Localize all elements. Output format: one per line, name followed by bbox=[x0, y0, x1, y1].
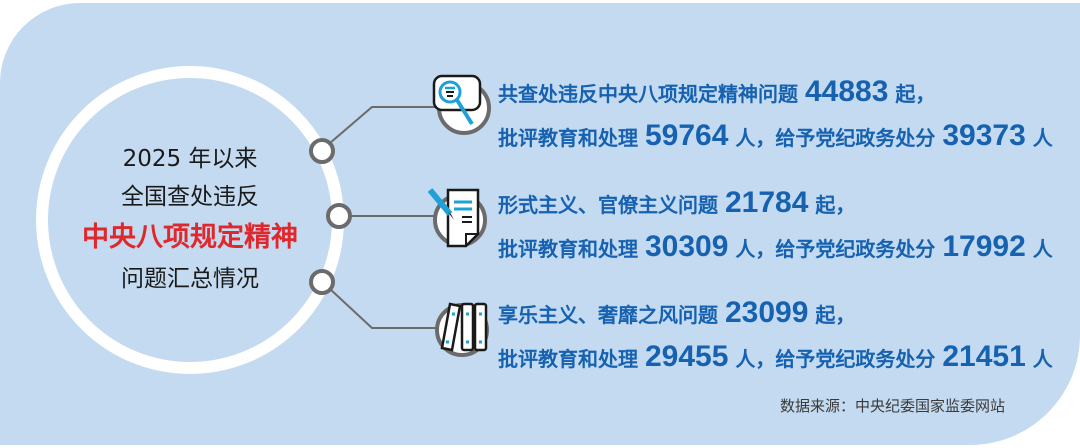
punished-count: 39373 bbox=[942, 119, 1026, 152]
stat-block-formalism: 形式主义、官僚主义问题 21784 起， 批评教育和处理 30309 人，给予党… bbox=[498, 182, 1053, 270]
connector-dot-2 bbox=[326, 203, 352, 229]
cases-count: 44883 bbox=[804, 75, 889, 108]
punished-count: 17992 bbox=[942, 230, 1026, 263]
connector-dot-3 bbox=[309, 269, 335, 295]
center-title: 2025 年以来 全国查处违反 中央八项规定精神 问题汇总情况 bbox=[48, 140, 332, 298]
stat-line-cases: 共查处违反中央八项规定精神问题 44883 起， bbox=[498, 75, 936, 108]
cases-count: 21784 bbox=[724, 186, 809, 219]
stat-line-people: 批评教育和处理 29455 人，给予党纪政务处分 21451 人 bbox=[498, 340, 1053, 373]
cases-count: 23099 bbox=[724, 296, 809, 329]
title-line-1: 2025 年以来 bbox=[122, 146, 258, 172]
title-line-2: 全国查处违反 bbox=[121, 184, 259, 210]
stat-block-hedonism: 享乐主义、奢靡之风问题 23099 起， 批评教育和处理 29455 人，给予党… bbox=[498, 292, 1053, 380]
stat-line-people: 批评教育和处理 30309 人，给予党纪政务处分 17992 人 bbox=[498, 230, 1053, 263]
handled-count: 30309 bbox=[644, 230, 729, 263]
connector-dot-1 bbox=[309, 138, 335, 164]
stat-line-cases: 享乐主义、奢靡之风问题 23099 起， bbox=[498, 296, 856, 329]
handled-count: 29455 bbox=[644, 340, 729, 373]
punished-count: 21451 bbox=[942, 340, 1026, 373]
stat-line-people: 批评教育和处理 59764 人，给予党纪政务处分 39373 人 bbox=[498, 119, 1053, 152]
magnifier-icon bbox=[428, 72, 494, 138]
title-highlight: 中央八项规定精神 bbox=[82, 222, 298, 253]
title-line-4: 问题汇总情况 bbox=[121, 266, 259, 292]
stat-line-cases: 形式主义、官僚主义问题 21784 起， bbox=[498, 186, 856, 219]
binders-icon bbox=[428, 292, 494, 358]
document-pen-icon bbox=[426, 184, 492, 250]
data-source-note: 数据来源：中央纪委国家监委网站 bbox=[780, 397, 1006, 415]
stat-block-overall: 共查处违反中央八项规定精神问题 44883 起， 批评教育和处理 59764 人… bbox=[498, 71, 1053, 159]
handled-count: 59764 bbox=[644, 119, 729, 152]
